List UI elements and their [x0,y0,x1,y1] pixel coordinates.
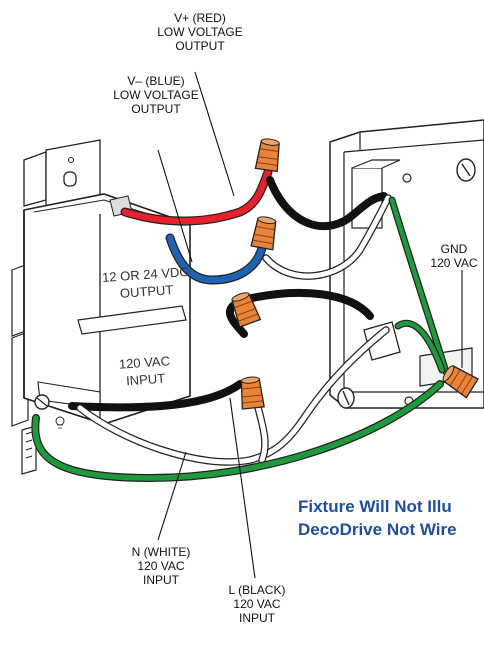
label-gnd: GND 120 VAC [430,242,478,270]
wire-nut-blue [250,214,279,251]
leader-neutral [157,451,187,541]
driver-input-text: 120 VAC INPUT [118,353,171,389]
label-neutral: N (WHITE) 120 VAC INPUT [131,545,191,587]
wires [31,167,450,483]
deco-drive-body [23,193,191,429]
leader-v-plus [194,71,235,197]
wire-nut-red [254,137,283,173]
electrical-box [329,119,484,409]
leader-line [229,397,256,579]
black-line-wire [68,380,244,412]
label-line: L (BLACK) 120 VAC INPUT [228,583,286,625]
driver-output-text: 12 OR 24 VDC OUTPUT [101,264,190,301]
label-v-plus: V+ (RED) LOW VOLTAGE OUTPUT [157,11,243,53]
red-wire [120,167,273,226]
label-v-minus: V– (BLUE) LOW VOLTAGE OUTPUT [113,74,199,116]
warning-text: Fixture Will Not Illu DecoDrive Not Wire [298,497,457,539]
wire-nut-neutral [238,375,265,410]
cable-clamp [363,321,401,361]
leader-lines [157,71,463,579]
black-output-wire [266,176,388,231]
leader-v-minus [157,149,193,263]
